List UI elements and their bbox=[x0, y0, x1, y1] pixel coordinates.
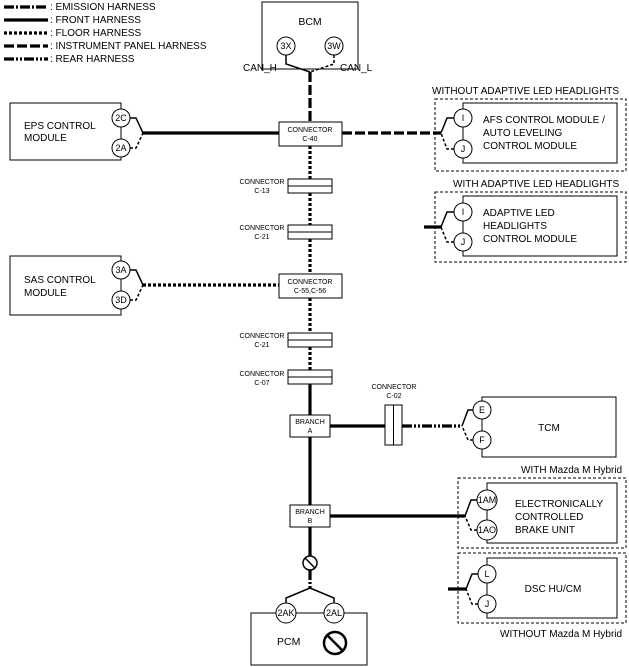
connector-c40: CONNECTOR C-40 bbox=[278, 121, 343, 147]
svg-text:CONNECTOR: CONNECTOR bbox=[288, 127, 333, 134]
svg-text:L: L bbox=[484, 569, 489, 579]
legend-floor-label: : FLOOR HARNESS bbox=[50, 28, 141, 39]
connector-c21a-label2: C-21 bbox=[254, 234, 269, 241]
branch-b: BRANCH B bbox=[289, 504, 331, 528]
legend: : EMISSION HARNESS : FRONT HARNESS : FLO… bbox=[4, 2, 207, 65]
connector-c13-label1: CONNECTOR bbox=[240, 179, 285, 186]
afs-module: AFS CONTROL MODULE / AUTO LEVELING CONTR… bbox=[453, 102, 618, 164]
svg-text:SAS CONTROL: SAS CONTROL bbox=[24, 275, 96, 286]
connector-c21b-label2: C-21 bbox=[254, 342, 269, 349]
svg-text:J: J bbox=[461, 144, 466, 154]
svg-text:MODULE: MODULE bbox=[24, 288, 67, 299]
svg-text:PCM: PCM bbox=[277, 636, 300, 648]
dsc-module: DSC HU/CM L J bbox=[477, 557, 618, 619]
sas-module: SAS CONTROL MODULE 3A 3D bbox=[9, 255, 131, 316]
svg-text:BRANCH: BRANCH bbox=[295, 419, 325, 426]
svg-text:I: I bbox=[462, 207, 465, 217]
svg-text:3X: 3X bbox=[280, 41, 291, 51]
svg-text:BRANCH: BRANCH bbox=[295, 509, 325, 516]
svg-text:I: I bbox=[462, 113, 465, 123]
svg-text:3D: 3D bbox=[115, 295, 127, 305]
legend-instrument-label: : INSTRUMENT PANEL HARNESS bbox=[50, 41, 207, 52]
svg-text:HEADLIGHTS: HEADLIGHTS bbox=[483, 221, 547, 232]
can-l-label: CAN_L bbox=[340, 63, 373, 74]
svg-text:CONTROL MODULE: CONTROL MODULE bbox=[483, 234, 577, 245]
svg-text:MODULE: MODULE bbox=[24, 133, 67, 144]
svg-text:C-55,C-56: C-55,C-56 bbox=[294, 288, 326, 295]
svg-text:3A: 3A bbox=[115, 265, 126, 275]
svg-text:2AK: 2AK bbox=[277, 608, 294, 618]
connector-c21a-label1: CONNECTOR bbox=[240, 225, 285, 232]
svg-text:ADAPTIVE LED: ADAPTIVE LED bbox=[483, 208, 555, 219]
svg-text:2C: 2C bbox=[115, 113, 127, 123]
pcm-module: PCM 2AK 2AL bbox=[250, 602, 368, 666]
ecbu-module: ELECTRONICALLY CONTROLLED BRAKE UNIT 1AM… bbox=[476, 482, 618, 544]
svg-text:AFS CONTROL MODULE /: AFS CONTROL MODULE / bbox=[483, 115, 605, 126]
svg-text:J: J bbox=[485, 599, 490, 609]
svg-text:ELECTRONICALLY: ELECTRONICALLY bbox=[515, 499, 604, 510]
adaptive-group-label: WITH ADAPTIVE LED HEADLIGHTS bbox=[453, 179, 619, 190]
svg-text:AUTO LEVELING: AUTO LEVELING bbox=[483, 128, 563, 139]
can-h-label: CAN_H bbox=[243, 63, 277, 74]
ecbu-group-frame bbox=[457, 477, 627, 549]
afs-group-frame bbox=[434, 98, 627, 172]
svg-text:2A: 2A bbox=[115, 143, 126, 153]
pcm-prohibition-icon bbox=[322, 630, 348, 656]
svg-text:J: J bbox=[461, 237, 466, 247]
connector-c21-lower bbox=[287, 332, 333, 348]
svg-text:CONTROL MODULE: CONTROL MODULE bbox=[483, 141, 577, 152]
svg-text:F: F bbox=[479, 435, 485, 445]
svg-text:CONNECTOR: CONNECTOR bbox=[288, 279, 333, 286]
legend-front-label: : FRONT HARNESS bbox=[50, 15, 141, 26]
afs-group-label: WITHOUT ADAPTIVE LED HEADLIGHTS bbox=[432, 86, 619, 97]
ecbu-group-label: WITH Mazda M Hybrid bbox=[521, 465, 622, 476]
svg-text:1AO: 1AO bbox=[478, 525, 496, 535]
connector-c55-c56: CONNECTOR C-55,C-56 bbox=[278, 273, 343, 299]
svg-text:A: A bbox=[308, 428, 313, 435]
svg-text:3W: 3W bbox=[327, 41, 341, 51]
adaptive-module: ADAPTIVE LED HEADLIGHTS CONTROL MODULE I… bbox=[453, 195, 618, 257]
branch-a: BRANCH A bbox=[289, 414, 331, 438]
pcm-pin-2ak bbox=[275, 602, 297, 624]
svg-text:2AL: 2AL bbox=[326, 608, 342, 618]
svg-text:CONTROLLED: CONTROLLED bbox=[515, 512, 583, 523]
connector-c13 bbox=[287, 178, 333, 194]
legend-rear-label: : REAR HARNESS bbox=[50, 54, 135, 65]
connector-c07 bbox=[287, 369, 333, 385]
connector-c21-upper bbox=[287, 224, 333, 240]
svg-text:B: B bbox=[308, 518, 313, 525]
eps-module: EPS CONTROL MODULE 2C 2A bbox=[9, 102, 131, 161]
svg-text:BRAKE UNIT: BRAKE UNIT bbox=[515, 525, 575, 536]
connector-c13-label2: C-13 bbox=[254, 188, 269, 195]
connector-c21b-label1: CONNECTOR bbox=[240, 333, 285, 340]
connector-c02-label1: CONNECTOR bbox=[372, 384, 417, 391]
dsc-group-label: WITHOUT Mazda M Hybrid bbox=[500, 629, 622, 640]
svg-text:E: E bbox=[479, 405, 485, 415]
tcm-module: TCM E F bbox=[472, 396, 617, 458]
bcm-module: BCM 3X 3W CAN_H CAN_L bbox=[243, 1, 373, 74]
pcm-pin-2al bbox=[323, 602, 345, 624]
svg-text:EPS CONTROL: EPS CONTROL bbox=[24, 121, 96, 132]
svg-text:1AM: 1AM bbox=[478, 495, 497, 505]
svg-text:TCM: TCM bbox=[538, 423, 560, 434]
bcm-label: BCM bbox=[298, 16, 321, 28]
connector-c07-label2: C-07 bbox=[254, 380, 269, 387]
svg-text:C-40: C-40 bbox=[302, 136, 317, 143]
svg-text:DSC HU/CM: DSC HU/CM bbox=[525, 584, 582, 595]
connector-c07-label1: CONNECTOR bbox=[240, 371, 285, 378]
connector-c02-label2: C-02 bbox=[386, 393, 401, 400]
legend-emission-label: : EMISSION HARNESS bbox=[50, 2, 156, 13]
connector-c02 bbox=[384, 404, 403, 446]
prohibition-icon bbox=[302, 555, 318, 571]
